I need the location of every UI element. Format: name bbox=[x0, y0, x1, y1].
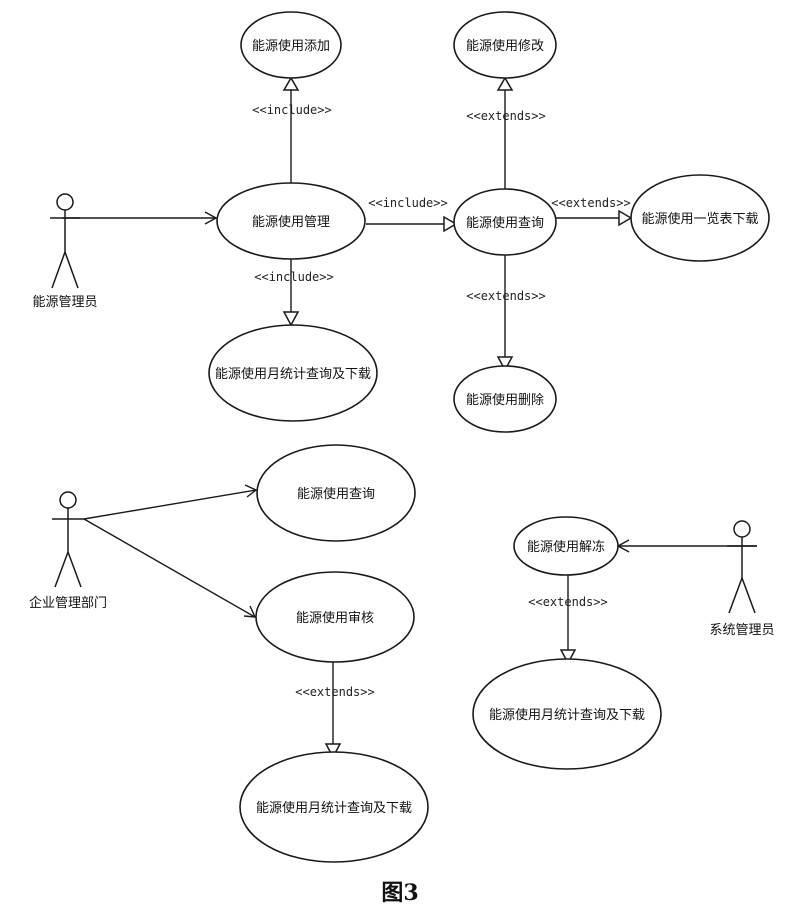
use-case-monthly-1-label: 能源使用月统计查询及下载 bbox=[215, 366, 371, 382]
use-case-delete-label: 能源使用删除 bbox=[466, 392, 544, 408]
actor-enterprise-dept: 企业管理部门 bbox=[29, 491, 107, 611]
use-case-monthly-2: 能源使用月统计查询及下载 bbox=[239, 751, 429, 863]
stereotype-extends-list: <<extends>> bbox=[551, 196, 630, 210]
use-case-query-label: 能源使用查询 bbox=[466, 215, 544, 231]
use-case-unfreeze: 能源使用解冻 bbox=[513, 516, 619, 576]
use-case-delete: 能源使用删除 bbox=[453, 365, 557, 433]
use-case-query: 能源使用查询 bbox=[453, 188, 557, 256]
use-case-unfreeze-label: 能源使用解冻 bbox=[527, 539, 605, 555]
use-case-modify: 能源使用修改 bbox=[453, 11, 557, 79]
assoc-ent-audit-arrowhead bbox=[243, 605, 257, 618]
stereotype-extends-delete: <<extends>> bbox=[466, 289, 545, 303]
actor-system-admin-label: 系统管理员 bbox=[709, 623, 774, 638]
assoc-ent-query bbox=[83, 489, 257, 520]
stick-figure-icon bbox=[52, 491, 84, 588]
include-add-arrowhead bbox=[282, 76, 300, 91]
stereotype-include-add: <<include>> bbox=[252, 103, 331, 117]
actor-energy-admin-label: 能源管理员 bbox=[32, 295, 97, 310]
stereotype-extends-audit: <<extends>> bbox=[295, 685, 374, 699]
use-case-audit-label: 能源使用审核 bbox=[296, 610, 374, 626]
stereotype-include-query: <<include>> bbox=[368, 196, 447, 210]
extends-unfreeze-arrowhead bbox=[559, 649, 577, 665]
use-case-monthly-2-label: 能源使用月统计查询及下载 bbox=[256, 800, 412, 816]
extends-audit-arrowhead bbox=[324, 743, 342, 759]
use-case-ent-query-label: 能源使用查询 bbox=[297, 486, 375, 502]
include-query-arrowhead bbox=[443, 215, 458, 233]
stereotype-include-monthly: <<include>> bbox=[254, 270, 333, 284]
use-case-manage-label: 能源使用管理 bbox=[252, 214, 330, 230]
assoc-ent-query-arrowhead bbox=[244, 484, 258, 498]
use-case-audit: 能源使用审核 bbox=[255, 571, 415, 663]
assoc-admin-manage-arrowhead bbox=[204, 211, 218, 225]
stick-figure-icon bbox=[727, 520, 757, 614]
stereotype-extends-unfreeze: <<extends>> bbox=[528, 595, 607, 609]
assoc-ent-audit bbox=[83, 518, 256, 618]
actor-energy-admin: 能源管理员 bbox=[32, 193, 98, 310]
stick-figure-icon bbox=[50, 193, 80, 289]
use-case-modify-label: 能源使用修改 bbox=[466, 38, 544, 54]
actor-enterprise-dept-label: 企业管理部门 bbox=[29, 595, 107, 611]
use-case-monthly-3: 能源使用月统计查询及下载 bbox=[472, 658, 662, 770]
use-case-manage: 能源使用管理 bbox=[216, 182, 366, 260]
use-case-monthly-1: 能源使用月统计查询及下载 bbox=[208, 324, 378, 422]
extends-delete-arrowhead bbox=[496, 356, 514, 372]
actor-system-admin: 系统管理员 bbox=[709, 520, 775, 638]
use-case-list-download-label: 能源使用一览表下载 bbox=[641, 211, 758, 227]
extends-modify-arrowhead bbox=[496, 76, 514, 91]
figure-caption: 图3 bbox=[381, 880, 418, 906]
use-case-monthly-3-label: 能源使用月统计查询及下载 bbox=[489, 707, 645, 723]
extends-list-arrowhead bbox=[618, 209, 633, 227]
stereotype-extends-modify: <<extends>> bbox=[466, 109, 545, 123]
use-case-list-download: 能源使用一览表下载 bbox=[630, 174, 770, 262]
include-monthly-arrowhead bbox=[282, 311, 300, 327]
use-case-add-label: 能源使用添加 bbox=[252, 38, 330, 54]
use-case-add: 能源使用添加 bbox=[240, 11, 342, 79]
use-case-ent-query: 能源使用查询 bbox=[256, 444, 416, 542]
